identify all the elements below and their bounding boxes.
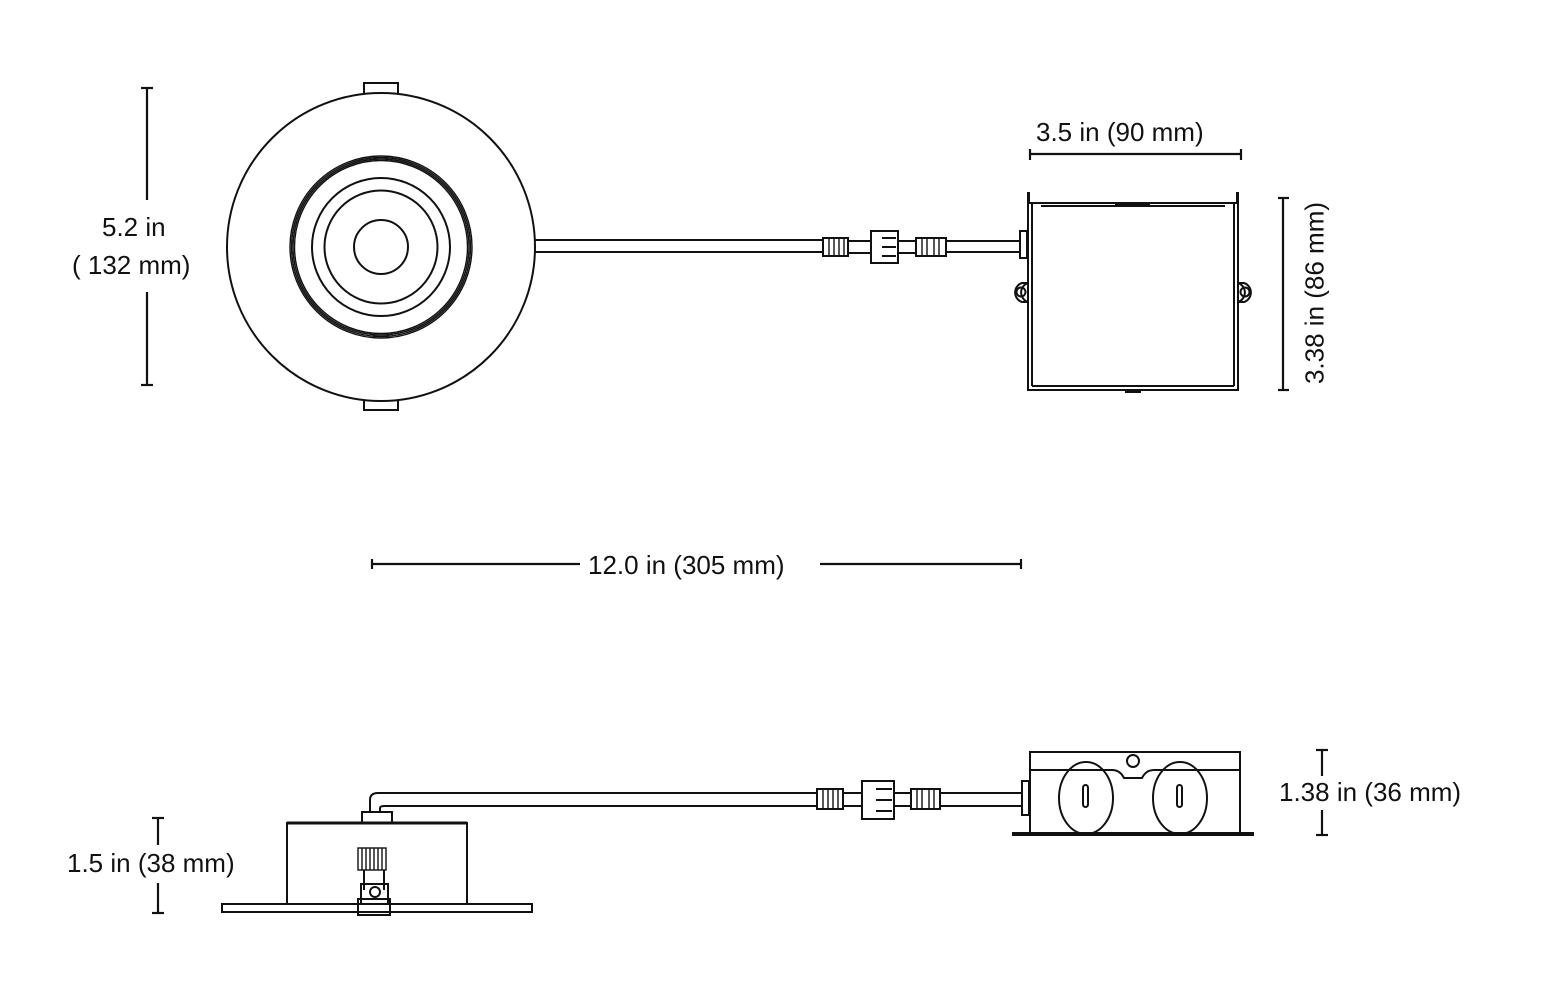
gimbal-ring bbox=[311, 177, 451, 317]
cable-length-label: 12.0 in (305 mm) bbox=[588, 550, 785, 580]
box-height-label: 1.38 in (36 mm) bbox=[1279, 777, 1462, 807]
knockout-left bbox=[1058, 761, 1114, 835]
box-depth-label: 3.38 in (86 mm) bbox=[1299, 201, 1330, 385]
dim-cable-length bbox=[370, 559, 1023, 569]
knockout-right bbox=[1152, 761, 1208, 835]
trim-ring bbox=[226, 92, 536, 402]
mounting-lug-right bbox=[1239, 286, 1251, 298]
junction-box-top-view bbox=[1014, 192, 1252, 393]
dim-fixture-height bbox=[152, 816, 164, 915]
mounting-lug-left bbox=[1015, 286, 1027, 298]
dim-box-width bbox=[1028, 149, 1243, 160]
dim-box-depth bbox=[1278, 196, 1289, 392]
cable-side-view bbox=[816, 780, 1030, 820]
diameter-mm-label: ( 132 mm) bbox=[72, 250, 191, 280]
connector-nut bbox=[870, 230, 899, 264]
junction-box-side-view bbox=[1012, 751, 1254, 836]
spring-clip bbox=[357, 847, 391, 916]
diameter-inches-label: 5.2 in bbox=[102, 212, 166, 242]
lens bbox=[353, 219, 409, 275]
cable-top-view bbox=[535, 230, 1028, 264]
housing bbox=[286, 822, 468, 905]
dim-box-height bbox=[1316, 748, 1328, 837]
fixture-height-label: 1.5 in (38 mm) bbox=[67, 848, 235, 879]
trim-flange bbox=[221, 903, 533, 913]
fixture-side-view bbox=[221, 792, 817, 916]
fixture-top-view bbox=[226, 82, 536, 411]
box-width-label: 3.5 in (90 mm) bbox=[1036, 117, 1204, 147]
dim-diameter bbox=[141, 86, 153, 387]
